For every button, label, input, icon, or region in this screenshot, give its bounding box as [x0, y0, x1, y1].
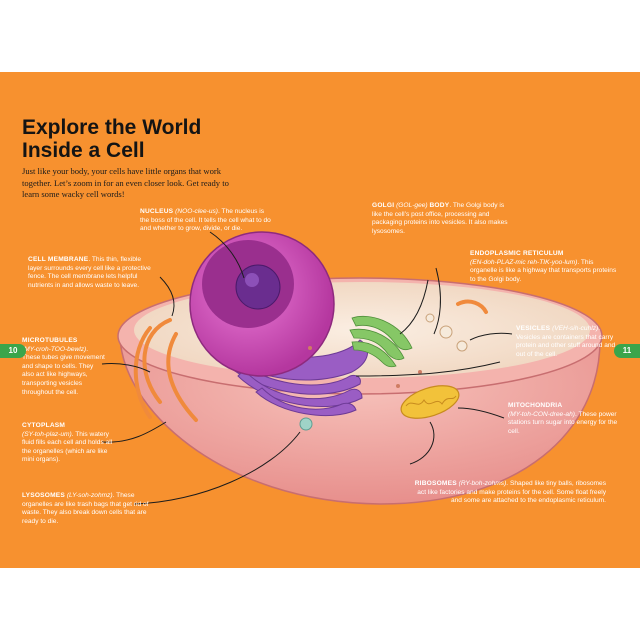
- label-mitochondria: Mitochondria (MY-toh-CON-dree-ah). These…: [508, 402, 618, 435]
- label-ribosomes: Ribosomes (RY-boh-zohms). Shaped like ti…: [414, 480, 606, 505]
- page-number-right: 11: [614, 344, 640, 358]
- microtubules: [133, 299, 488, 422]
- label-cytoplasm: Cytoplasm (SY-toh-plaz-um). This watery …: [22, 422, 113, 464]
- label-nucleus: Nucleus (NOO-clee-us). The nucleus is th…: [140, 208, 271, 233]
- book-spread: Explore the World Inside a Cell Just lik…: [0, 72, 640, 568]
- page-title: Explore the World Inside a Cell: [22, 116, 201, 162]
- page-number-left: 10: [0, 344, 26, 358]
- nucleolus: [235, 264, 281, 310]
- label-cell-membrane: Cell membrane. This thin, flexible layer…: [28, 256, 151, 289]
- nucleus: [189, 231, 335, 377]
- golgi-body: [349, 315, 413, 368]
- label-lysosomes: Lysosomes (LY-soh-zohmz). These organell…: [22, 492, 149, 525]
- page-title-line-2: Inside a Cell: [22, 139, 145, 162]
- mitochondria: [400, 385, 460, 419]
- label-endoplasmic-reticulum: Endoplasmic reticulum (EN-doh-PLAZ-mic r…: [470, 250, 617, 283]
- label-golgi-body: Golgi (GOL-gee) body. The Golgi body is …: [372, 202, 508, 235]
- label-vesicles: Vesicles (VEH-sih-cuhlz). Vesicles are c…: [516, 325, 616, 358]
- lysosome: [299, 417, 313, 431]
- leader-lines: [101, 231, 513, 505]
- cell-illustration: [101, 231, 603, 505]
- vesicles: [425, 313, 468, 352]
- ribosomes: [308, 346, 422, 388]
- page-title-line-1: Explore the World: [22, 116, 202, 139]
- intro-paragraph: Just like your body, your cells have lit…: [22, 166, 229, 199]
- label-microtubules: Microtubules (MY-croh-TOO-bewlz). These …: [22, 337, 105, 396]
